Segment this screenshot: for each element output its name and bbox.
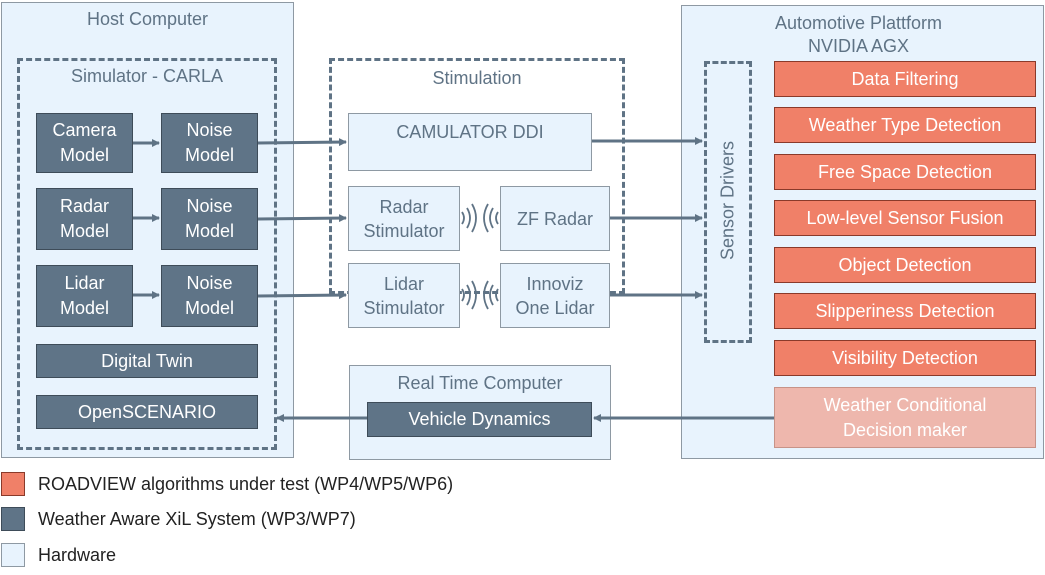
openscenario-block: OpenSCENARIO bbox=[36, 395, 258, 429]
sensor-drivers-group bbox=[704, 61, 752, 343]
host-computer-title: Host Computer bbox=[86, 9, 209, 29]
legend-swatch-xil-system bbox=[1, 507, 25, 531]
lidar-noise-model-block: Noise Model bbox=[161, 265, 258, 327]
zf-radar-block: ZF Radar bbox=[500, 186, 610, 251]
legend-label-xil-system: Weather Aware XiL System (WP3/WP7) bbox=[38, 509, 356, 529]
lidar-stimulator-block: Lidar Stimulator bbox=[348, 263, 460, 328]
digital-twin-block: Digital Twin bbox=[36, 344, 258, 378]
weather-conditional-decision-maker: Weather Conditional Decision maker bbox=[774, 387, 1036, 448]
camulator-ddi-block: CAMULATOR DDI bbox=[348, 113, 592, 171]
arrow-noise-to-camulator bbox=[257, 138, 347, 147]
vehicle-dynamics-block: Vehicle Dynamics bbox=[367, 402, 592, 437]
arrow-noise-to-lidar-stimulator bbox=[257, 291, 347, 300]
algorithm-visibility-detection: Visibility Detection bbox=[774, 340, 1036, 376]
algorithm-slipperiness-detection: Slipperiness Detection bbox=[774, 293, 1036, 329]
simulator-carla-title: Simulator - CARLA bbox=[70, 66, 224, 86]
stimulation-title: Stimulation bbox=[432, 68, 522, 88]
radar-model-block: Radar Model bbox=[36, 188, 133, 250]
legend-swatch-hardware bbox=[1, 543, 25, 567]
algorithm-object-detection: Object Detection bbox=[774, 247, 1036, 283]
lidar-model-block: Lidar Model bbox=[36, 265, 133, 327]
camera-noise-model-block: Noise Model bbox=[161, 113, 258, 173]
lidar-wireless-icon bbox=[461, 280, 499, 310]
radar-noise-model-block: Noise Model bbox=[161, 188, 258, 250]
real-time-computer-title: Real Time Computer bbox=[397, 373, 563, 393]
legend-swatch-algorithms bbox=[1, 472, 25, 496]
algorithm-low-level-sensor-fusion: Low-level Sensor Fusion bbox=[774, 200, 1036, 236]
algorithm-free-space-detection: Free Space Detection bbox=[774, 154, 1036, 190]
algorithm-weather-type-detection: Weather Type Detection bbox=[774, 107, 1036, 143]
legend-label-algorithms: ROADVIEW algorithms under test (WP4/WP5/… bbox=[38, 474, 454, 494]
radar-stimulator-block: Radar Stimulator bbox=[348, 186, 460, 251]
legend-label-hardware: Hardware bbox=[38, 545, 117, 565]
radar-wireless-icon bbox=[461, 203, 499, 233]
camera-model-block: Camera Model bbox=[36, 113, 133, 173]
algorithm-data-filtering: Data Filtering bbox=[774, 61, 1036, 97]
simulator-carla-group bbox=[17, 58, 277, 450]
automotive-platform-title: Automotive Plattform NVIDIA AGX bbox=[774, 13, 943, 56]
arrow-noise-to-radar-stimulator bbox=[257, 214, 347, 223]
innoviz-one-lidar-block: Innoviz One Lidar bbox=[500, 263, 610, 328]
stimulation-group bbox=[329, 58, 625, 294]
